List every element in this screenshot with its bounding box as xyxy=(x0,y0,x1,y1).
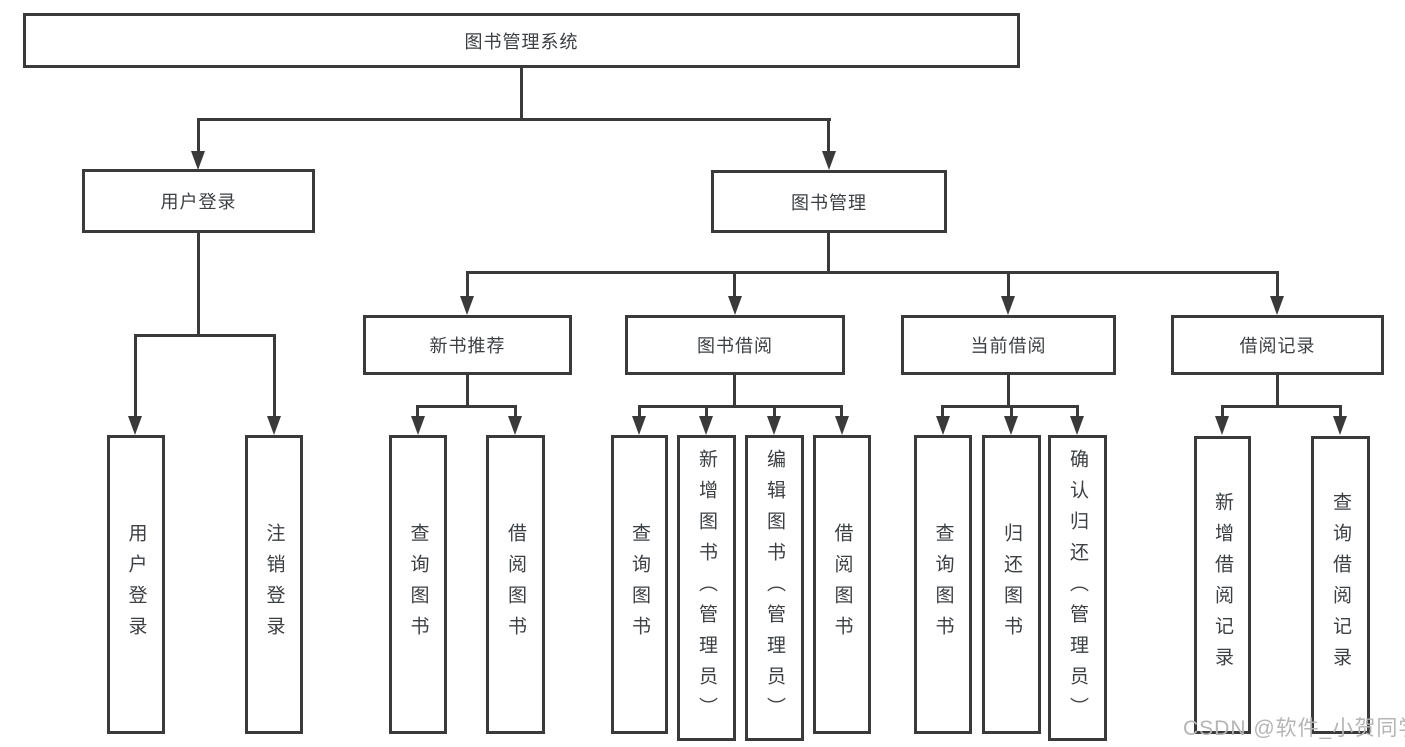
connector-drop-bb-edit xyxy=(773,405,776,419)
arrow-to-br-query xyxy=(1333,416,1347,435)
connector-book-management-trunk xyxy=(827,233,830,274)
node-user-login: 用户登录 xyxy=(82,169,315,233)
arrow-to-cb-return xyxy=(1004,416,1018,435)
arrow-to-bb-add xyxy=(699,416,713,435)
connector-root-rail xyxy=(197,118,831,121)
connector-drop-br-query xyxy=(1339,405,1342,419)
connector-drop-cb-query xyxy=(941,405,944,419)
connector-drop-borrow-records xyxy=(1276,271,1279,299)
arrow-to-leaf-user-login xyxy=(128,416,142,435)
connector-drop-book-borrow xyxy=(733,271,736,299)
leaf-add-books-admin: 新增图书（管理员） xyxy=(677,435,736,741)
arrow-to-new-book xyxy=(460,296,474,315)
connector-drop-user-login xyxy=(197,118,200,154)
leaf-query-books-borrow: 查询图书 xyxy=(611,435,668,734)
connector-drop-br-add xyxy=(1221,405,1224,419)
arrow-to-cb-query xyxy=(936,416,950,435)
leaf-user-login-label: 用户登录 xyxy=(125,522,147,647)
connector-drop-book-management xyxy=(827,118,830,154)
connector-drop-bb-borrow xyxy=(840,405,843,419)
node-new-book-label: 新书推荐 xyxy=(429,336,506,356)
node-book-management: 图书管理 xyxy=(711,170,947,233)
leaf-add-borrow-record: 新增借阅记录 xyxy=(1194,436,1251,734)
node-current-borrowing-label: 当前借阅 xyxy=(970,336,1047,356)
arrow-to-borrow-records xyxy=(1270,296,1284,315)
connector-drop-bb-query xyxy=(638,405,641,419)
node-book-borrowing-label: 图书借阅 xyxy=(697,336,773,356)
leaf-query-books-recommend: 查询图书 xyxy=(389,435,447,734)
node-root-label: 图书管理系统 xyxy=(464,31,579,52)
connector-user-login-trunk xyxy=(197,233,200,337)
arrow-to-br-add xyxy=(1215,416,1229,435)
leaf-logout-label: 注销登录 xyxy=(263,522,285,647)
connector-drop-new-book xyxy=(466,271,469,299)
arrow-to-user-login xyxy=(191,151,205,170)
node-current-borrowing: 当前借阅 xyxy=(901,315,1116,375)
node-borrowing-records: 借阅记录 xyxy=(1171,315,1384,375)
leaf-query-books-recommend-label: 查询图书 xyxy=(407,522,429,647)
arrow-to-leaf-logout xyxy=(267,416,281,435)
arrow-to-bb-query xyxy=(632,416,646,435)
arrow-to-nb-query xyxy=(411,416,425,435)
connector-user-login-rail xyxy=(134,334,276,337)
leaf-query-borrow-record-label: 查询借阅记录 xyxy=(1330,492,1351,678)
node-book-borrowing: 图书借阅 xyxy=(625,315,845,375)
connector-drop-cb-return xyxy=(1010,405,1013,419)
leaf-logout: 注销登录 xyxy=(245,435,303,734)
leaf-borrow-books-recommend: 借阅图书 xyxy=(486,435,545,734)
node-root: 图书管理系统 xyxy=(23,13,1020,68)
connector-drop-bb-add xyxy=(705,405,708,419)
csdn-watermark: CSDN @软件_小贺同学 xyxy=(1183,717,1405,740)
arrow-to-cb-confirm xyxy=(1070,416,1084,435)
connector-drop-leaf-user-login xyxy=(134,334,137,418)
leaf-add-books-admin-label: 新增图书（管理员） xyxy=(696,448,717,728)
leaf-query-borrow-record: 查询借阅记录 xyxy=(1311,436,1370,734)
leaf-borrow-books-recommend-label: 借阅图书 xyxy=(505,522,526,647)
node-book-management-label: 图书管理 xyxy=(791,192,867,213)
connector-drop-current-borrow xyxy=(1007,271,1010,299)
leaf-query-books-borrow-label: 查询图书 xyxy=(629,522,650,647)
connector-drop-cb-confirm xyxy=(1076,405,1079,419)
leaf-query-books-current: 查询图书 xyxy=(914,435,972,734)
connector-book-borrow-rail xyxy=(638,405,843,408)
leaf-borrow-books-borrow: 借阅图书 xyxy=(813,435,871,734)
leaf-user-login: 用户登录 xyxy=(107,435,165,734)
connector-new-book-trunk xyxy=(466,375,469,408)
node-new-book-recommendation: 新书推荐 xyxy=(363,315,572,375)
connector-book-borrow-trunk xyxy=(733,375,736,408)
connector-new-book-rail xyxy=(416,405,517,408)
arrow-to-bb-edit xyxy=(767,416,781,435)
leaf-return-books-label: 归还图书 xyxy=(1001,522,1022,647)
connector-drop-nb-query xyxy=(416,405,419,419)
arrow-to-bb-borrow xyxy=(835,416,849,435)
leaf-confirm-return-admin-label: 确认归还（管理员） xyxy=(1067,448,1088,728)
arrow-to-current-borrow xyxy=(1001,296,1015,315)
connector-drop-leaf-logout xyxy=(273,334,276,418)
arrow-to-nb-borrow xyxy=(508,416,522,435)
arrow-to-book-borrow xyxy=(728,296,742,315)
leaf-add-borrow-record-label: 新增借阅记录 xyxy=(1212,492,1233,678)
leaf-borrow-books-borrow-label: 借阅图书 xyxy=(831,522,853,647)
leaf-confirm-return-admin: 确认归还（管理员） xyxy=(1048,435,1107,741)
leaf-query-books-current-label: 查询图书 xyxy=(932,522,954,647)
arrow-to-book-management xyxy=(822,151,836,170)
connector-drop-nb-borrow xyxy=(514,405,517,419)
connector-borrow-records-trunk xyxy=(1276,375,1279,408)
connector-borrow-records-rail xyxy=(1221,405,1342,408)
node-borrowing-records-label: 借阅记录 xyxy=(1239,336,1316,356)
leaf-edit-books-admin: 编辑图书（管理员） xyxy=(745,435,804,741)
connector-root-trunk xyxy=(520,68,523,121)
leaf-edit-books-admin-label: 编辑图书（管理员） xyxy=(764,448,785,728)
leaf-return-books: 归还图书 xyxy=(982,435,1041,734)
connector-current-borrow-trunk xyxy=(1007,375,1010,408)
connector-book-management-rail xyxy=(466,271,1279,274)
node-user-login-label: 用户登录 xyxy=(160,192,237,212)
